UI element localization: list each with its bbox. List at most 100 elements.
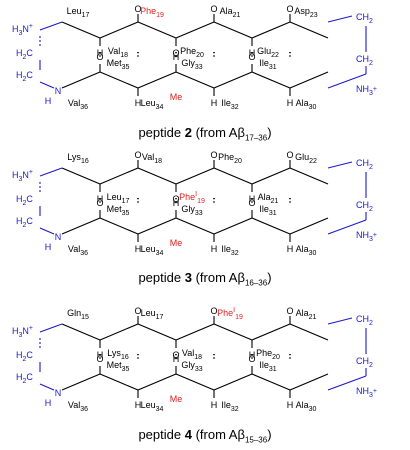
turn-left-h: H bbox=[45, 96, 52, 106]
residue-phe20: Phe20 bbox=[256, 348, 280, 361]
backbone-bond bbox=[251, 167, 291, 185]
turn-left-ch2: H2C bbox=[16, 372, 33, 385]
turn-left-ch2: H2C bbox=[16, 350, 33, 363]
atom-label: O bbox=[134, 4, 141, 14]
backbone-bond bbox=[99, 21, 139, 39]
backbone-bond bbox=[175, 323, 215, 341]
turn-left-bond bbox=[39, 383, 55, 391]
residue-ile32: Ile32 bbox=[221, 400, 238, 413]
residue-ala30: Ala30 bbox=[296, 98, 317, 111]
caption-peptide-4: peptide 4 (from Aβ15–36) bbox=[138, 427, 272, 445]
residue-ala30: Ala30 bbox=[296, 244, 317, 257]
residue-ala21: Ala21 bbox=[258, 192, 279, 205]
residue-glu22: Glu22 bbox=[257, 46, 279, 59]
atom-label: O bbox=[210, 306, 217, 316]
residue-met35: Met35 bbox=[107, 360, 130, 373]
backbone-bond bbox=[289, 323, 329, 341]
atom-label: O bbox=[96, 52, 103, 62]
backbone-bond bbox=[137, 167, 177, 185]
turn-right-bond bbox=[327, 161, 353, 169]
backbone-bond bbox=[213, 71, 253, 89]
backbone-bond bbox=[289, 167, 329, 185]
turn-left-n: N bbox=[55, 232, 62, 242]
backbone-bond bbox=[251, 71, 291, 89]
turn-right-ch2: CH2 bbox=[356, 158, 373, 171]
residue-ile32: Ile32 bbox=[221, 98, 238, 111]
turn-right-bond bbox=[327, 219, 367, 235]
turn-left-amine: H3N+ bbox=[12, 169, 33, 183]
backbone-bond bbox=[251, 217, 291, 235]
atom-label: O bbox=[210, 4, 217, 14]
turn-right-amine: NH3+ bbox=[356, 230, 377, 243]
turn-right-ch2: CH2 bbox=[356, 12, 373, 25]
atom-label: O bbox=[134, 306, 141, 316]
backbone-bond bbox=[61, 373, 101, 391]
residue-ala21: Ala21 bbox=[220, 6, 241, 19]
backbone-bond bbox=[137, 373, 177, 391]
turn-left-bond bbox=[39, 21, 63, 31]
residue-leu17: Leu17 bbox=[141, 308, 164, 321]
backbone-bond bbox=[251, 323, 291, 341]
backbone-bond bbox=[61, 71, 101, 89]
residue-phe19: Phe19 bbox=[140, 6, 164, 19]
residue-phe20: Phe20 bbox=[180, 46, 204, 59]
atom-label: O bbox=[248, 198, 255, 208]
atom-label: O bbox=[286, 150, 293, 160]
turn-right-ch2: CH2 bbox=[356, 54, 373, 67]
backbone-bond bbox=[251, 21, 291, 39]
turn-left-ch2: H2C bbox=[16, 194, 33, 207]
backbone-bond bbox=[137, 71, 177, 89]
backbone-bond bbox=[251, 373, 291, 391]
atom-label: O bbox=[210, 150, 217, 160]
backbone-bond bbox=[175, 167, 215, 185]
residue-gly33: Gly33 bbox=[181, 204, 202, 217]
residue-ala21: Ala21 bbox=[296, 308, 317, 321]
atom-label: H bbox=[135, 400, 142, 410]
atom-label: O bbox=[248, 52, 255, 62]
residue-leu34: Leu34 bbox=[141, 400, 164, 413]
caption-peptide-3: peptide 3 (from Aβ16–36) bbox=[138, 270, 272, 288]
atom-label: H bbox=[211, 244, 218, 254]
backbone-bond bbox=[137, 323, 177, 341]
residue-phe19: PheI19 bbox=[217, 307, 243, 321]
n-methyl-label: Me bbox=[170, 92, 183, 102]
atom-label: O bbox=[96, 198, 103, 208]
residue-glu22: Glu22 bbox=[295, 152, 317, 165]
backbone-bond bbox=[99, 167, 139, 185]
atom-label: H bbox=[135, 244, 142, 254]
residue-phe20: Phe20 bbox=[218, 152, 242, 165]
residue-val18: Val18 bbox=[108, 46, 128, 59]
residue-phe19: PheI19 bbox=[179, 191, 205, 205]
residue-leu17: Leu17 bbox=[67, 6, 90, 19]
residue-lys16: Lys16 bbox=[107, 348, 129, 361]
turn-left-amine: H3N+ bbox=[12, 23, 33, 37]
residue-leu17: Leu17 bbox=[107, 192, 130, 205]
n-methyl-label: Me bbox=[170, 394, 183, 404]
residue-val18: Val18 bbox=[182, 348, 202, 361]
turn-right-bond bbox=[327, 15, 353, 23]
turn-right-ch2: CH2 bbox=[356, 200, 373, 213]
turn-left-bond bbox=[39, 167, 63, 177]
residue-gln15: Gln15 bbox=[67, 308, 89, 321]
backbone-bond bbox=[213, 21, 253, 39]
turn-right-amine: NH3+ bbox=[356, 386, 377, 399]
backbone-bond bbox=[175, 21, 215, 39]
residue-asp23: Asp23 bbox=[294, 6, 317, 19]
turn-left-amine: H3N+ bbox=[12, 325, 33, 339]
backbone-bond bbox=[213, 167, 253, 185]
residue-lys16: Lys16 bbox=[67, 152, 89, 165]
backbone-bond bbox=[175, 71, 215, 89]
residue-val36: Val36 bbox=[68, 400, 88, 413]
backbone-bond bbox=[213, 217, 253, 235]
backbone-bond bbox=[61, 217, 101, 235]
atom-label: H bbox=[211, 98, 218, 108]
atom-label: O bbox=[286, 4, 293, 14]
residue-ile31: Ile31 bbox=[259, 58, 276, 71]
backbone-bond bbox=[61, 167, 101, 185]
residue-gly33: Gly33 bbox=[181, 360, 202, 373]
turn-left-ch2: H2C bbox=[16, 216, 33, 229]
atom-label: H bbox=[173, 52, 180, 62]
atom-label: O bbox=[286, 306, 293, 316]
turn-left-h: H bbox=[45, 398, 52, 408]
